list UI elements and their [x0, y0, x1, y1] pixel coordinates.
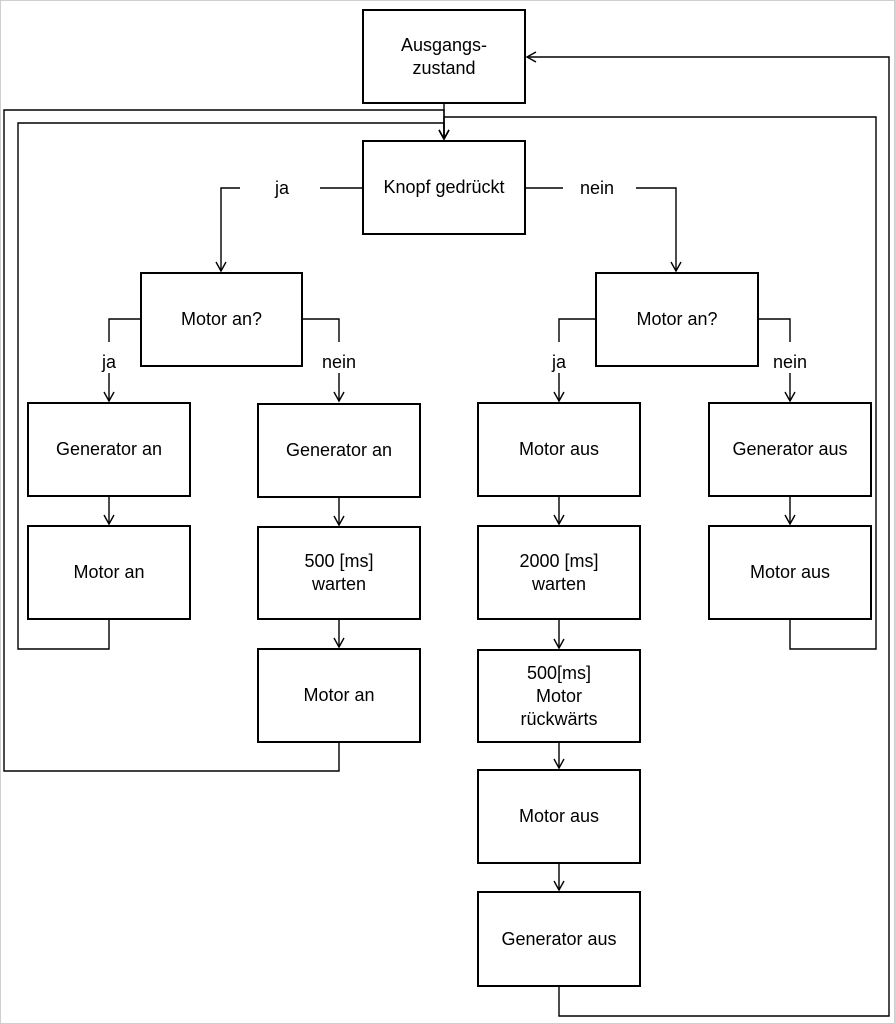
button-pressed-decision: Knopf gedrückt	[362, 140, 526, 235]
generator-off-box-2: Generator aus	[708, 402, 872, 497]
edge-button-no	[525, 187, 676, 271]
start-state-box: Ausgangs- zustand	[362, 9, 526, 104]
wait-2000-box: 2000 [ms] warten	[477, 525, 641, 620]
loop-col4	[438, 116, 877, 650]
motor-on-box-1: Motor an	[27, 525, 191, 620]
motor-reverse-box: 500[ms] Motor rückwärts	[477, 649, 641, 743]
wait-500-box: 500 [ms] warten	[257, 526, 421, 620]
edge-right-yes	[559, 318, 596, 401]
generator-on-box-2: Generator an	[257, 403, 421, 498]
edge-right-no	[758, 318, 790, 401]
label-yes-top: ja	[262, 177, 302, 199]
motor-off-box-1: Motor aus	[477, 402, 641, 497]
loop-col3	[525, 51, 890, 1017]
edge-left-no	[302, 318, 339, 401]
edge-button-yes	[221, 187, 362, 271]
label-yes-right: ja	[539, 351, 579, 373]
loop-col2	[3, 109, 450, 772]
label-no-right: nein	[765, 351, 815, 373]
motor-on-decision-right: Motor an?	[595, 272, 759, 367]
generator-on-box-1: Generator an	[27, 402, 191, 497]
label-no-left: nein	[314, 351, 364, 373]
motor-on-decision-left: Motor an?	[140, 272, 303, 367]
edge-left-yes	[109, 318, 141, 401]
motor-off-box-2: Motor aus	[477, 769, 641, 864]
motor-off-box-3: Motor aus	[708, 525, 872, 620]
motor-on-box-2: Motor an	[257, 648, 421, 743]
generator-off-box-1: Generator aus	[477, 891, 641, 987]
label-no-top: nein	[572, 177, 622, 199]
label-yes-left: ja	[89, 351, 129, 373]
